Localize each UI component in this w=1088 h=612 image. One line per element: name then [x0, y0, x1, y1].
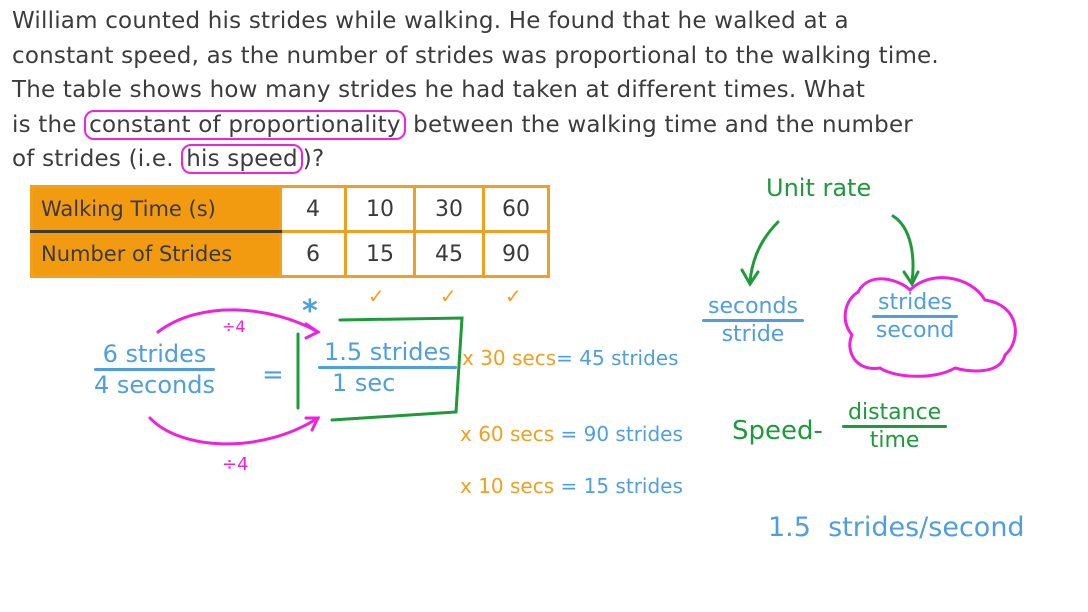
fraction-denominator: stride: [721, 322, 785, 347]
multiplication-rhs: 45 strides: [579, 346, 679, 370]
multiplication-30: x 30 secs= 45 strides: [462, 346, 679, 370]
question-line-5-prefix: of strides (i.e.: [12, 146, 182, 172]
equals-sign: =: [262, 360, 284, 390]
fraction-bar: [872, 315, 959, 318]
divide-top-label: ÷4: [222, 317, 246, 336]
question-line-4-prefix: is the: [12, 111, 85, 138]
fraction-denominator: second: [875, 318, 955, 343]
table-cell: 4: [279, 185, 347, 233]
speed-formula-fraction: distance time: [842, 400, 948, 453]
fraction-bar: [94, 368, 215, 371]
multiplication-10: x 10 secs = 15 strides: [460, 474, 683, 498]
unit-rate-title: Unit rate: [766, 174, 872, 202]
multiplication-lhs: x 30 secs: [462, 346, 557, 370]
multiplication-lhs: x 60 secs: [460, 422, 555, 446]
fraction-bar: [318, 366, 457, 369]
highlight-constant-of-proportionality: constant of proportionality: [84, 109, 406, 140]
asterisk-icon: *: [302, 294, 318, 329]
table-row-number-of-strides: Number of Strides 6 15 45 90: [30, 230, 550, 278]
table-cell: 6: [279, 230, 347, 278]
check-icon: ✓: [440, 284, 457, 308]
multiplication-rhs: 90 strides: [583, 422, 683, 446]
unit-rate-seconds-per-stride: seconds stride: [702, 294, 804, 347]
check-icon: ✓: [505, 284, 522, 308]
question-line-1: William counted his strides while walkin…: [12, 8, 849, 34]
divide-bottom-label: ÷4: [222, 454, 249, 475]
question-line-5: of strides (i.e. his speed)?: [12, 142, 1082, 177]
fraction-numerator: strides: [878, 290, 953, 315]
multiplication-lhs: x 10 secs: [460, 474, 555, 498]
multiplication-rhs: 15 strides: [583, 474, 683, 498]
final-answer: 1.5 strides/second: [768, 512, 1025, 543]
question-line-2: constant speed, as the number of strides…: [12, 42, 939, 69]
unit-rate-strides-per-second: strides second: [872, 290, 959, 343]
question-line-4-suffix: between the walking time and the number: [405, 111, 913, 138]
fraction-denominator: 1 sec: [332, 369, 396, 397]
check-icon: ✓: [368, 284, 385, 308]
table-cell: 90: [482, 230, 550, 278]
table-row-walking-time: Walking Time (s) 4 10 30 60: [30, 185, 550, 233]
table-cell: 45: [413, 230, 485, 278]
question-line-4: is the constant of proportionality betwe…: [12, 108, 1082, 143]
multiplication-60: x 60 secs = 90 strides: [460, 422, 683, 446]
fraction-numerator: 1.5 strides: [324, 338, 451, 366]
fraction-numerator: distance: [848, 400, 942, 425]
table-cell: 60: [482, 185, 550, 233]
multiplication-eq: =: [560, 422, 578, 446]
multiplication-eq: =: [556, 346, 573, 370]
fraction-numerator: 6 strides: [102, 340, 207, 368]
fraction-denominator: 4 seconds: [94, 371, 215, 399]
fraction-6-strides-4-seconds: 6 strides 4 seconds: [94, 340, 215, 399]
fraction-denominator: time: [869, 428, 920, 453]
fraction-numerator: seconds: [708, 294, 798, 319]
table-cell: 15: [344, 230, 416, 278]
question-line-3: The table shows how many strides he had …: [12, 77, 866, 103]
fraction-bar: [842, 425, 948, 428]
fraction-1-5-strides-1-sec: 1.5 strides 1 sec: [318, 338, 457, 397]
data-table: Walking Time (s) 4 10 30 60 Number of St…: [30, 185, 550, 278]
row-header: Walking Time (s): [30, 185, 282, 233]
table-cell: 10: [344, 185, 416, 233]
speed-label: Speed-: [732, 416, 823, 446]
table-cell: 30: [413, 185, 485, 233]
fraction-bar: [702, 319, 804, 322]
question-text: William counted his strides while walkin…: [12, 4, 1082, 177]
highlight-his-speed: his speed: [181, 144, 303, 174]
question-line-5-suffix: )?: [302, 146, 325, 172]
row-header: Number of Strides: [30, 230, 282, 278]
multiplication-eq: =: [560, 474, 578, 498]
